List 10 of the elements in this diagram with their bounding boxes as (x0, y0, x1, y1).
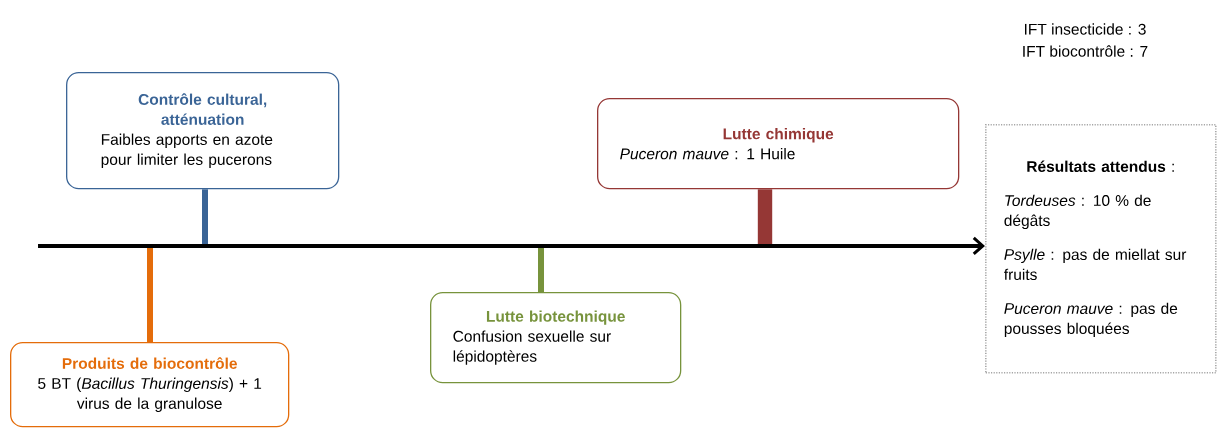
results-box: Résultats attendus : Tordeuses : 10 % de dégâts Psylle : pas de miellat sur fruits Puceron mauve : pas de pousses bloquées (985, 124, 1217, 374)
callout-box: Lutte biotechnique Confusion sexuelle sur lépidoptères (430, 292, 682, 384)
callout-box: Contrôle cultural, atténuation Faibles apports en azote pour limiter les pucerons (66, 72, 340, 190)
stem-line (757, 189, 773, 244)
timeline-arrow (38, 236, 985, 256)
note-text: IFT biocontrôle : 7 (1023, 45, 1148, 57)
callout-box: Lutte chimique Puceron mauve : 1 Huile (597, 98, 960, 190)
stem-line (202, 189, 208, 244)
callout-box: Produits de biocontrôle 5 BT (Bacillus Thuringensis) + 1 virus de la granulose (10, 342, 290, 428)
note-text: IFT insecticide : 3 (1025, 23, 1146, 35)
